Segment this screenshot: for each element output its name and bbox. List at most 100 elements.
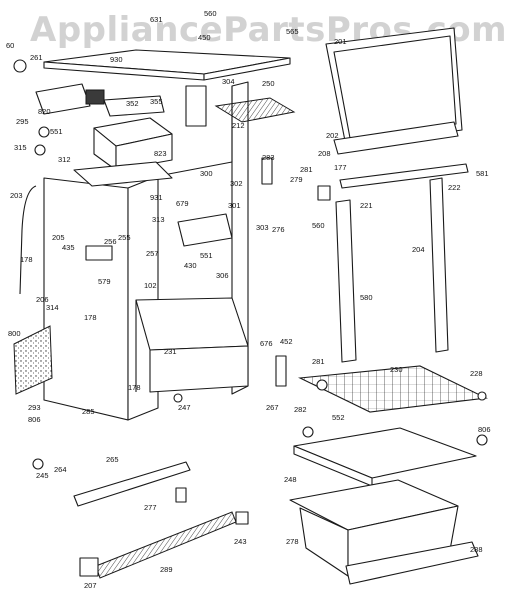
callout-552: 552 (332, 413, 345, 422)
callout-243: 243 (234, 537, 247, 546)
leveling-leg (32, 458, 44, 470)
hinge-pin (175, 487, 187, 503)
callout-579: 579 (98, 277, 111, 286)
callout-288: 288 (470, 545, 483, 554)
callout-201: 201 (334, 37, 347, 46)
callout-551: 551 (200, 251, 213, 260)
callout-221: 221 (360, 201, 373, 210)
callout-247: 247 (178, 403, 191, 412)
callout-313: 313 (152, 215, 165, 224)
callout-355: 355 (150, 97, 163, 106)
door-hinge-top (317, 185, 331, 201)
callout-177: 177 (334, 163, 347, 172)
callout-102: 102 (144, 281, 157, 290)
callout-207: 207 (84, 581, 97, 590)
callout-352: 352 (126, 99, 139, 108)
callout-450: 450 (198, 33, 211, 42)
callout-306: 306 (216, 271, 229, 280)
callout-560: 560 (312, 221, 325, 230)
callout-178: 178 (128, 383, 141, 392)
callout-823: 823 (154, 149, 167, 158)
callout-430: 430 (184, 261, 197, 270)
door-shelf (333, 121, 459, 155)
crisper-pan (289, 479, 459, 577)
callout-178: 178 (20, 255, 33, 264)
capillary-tube (19, 185, 37, 295)
callout-301: 301 (228, 201, 241, 210)
callout-930: 930 (110, 55, 123, 64)
callout-264: 264 (54, 465, 67, 474)
shelf-clip-right (477, 391, 487, 401)
cover-support-right (476, 434, 488, 446)
light-switch (261, 157, 273, 185)
callout-256: 256 (104, 237, 117, 246)
callout-205: 205 (52, 233, 65, 242)
callout-304: 304 (222, 77, 235, 86)
callout-255: 255 (118, 233, 131, 242)
gasket-strip-left (335, 199, 357, 363)
callout-212: 212 (232, 121, 245, 130)
callout-295: 295 (16, 117, 29, 126)
callout-435: 435 (62, 243, 75, 252)
callout-248: 248 (284, 475, 297, 484)
callout-631: 631 (150, 15, 163, 24)
callout-206: 206 (36, 295, 49, 304)
callout-278: 278 (286, 537, 299, 546)
callout-267: 267 (266, 403, 279, 412)
callout-281: 281 (312, 357, 325, 366)
cover-support (302, 426, 314, 438)
callout-245: 245 (36, 471, 49, 480)
crisper-cover (293, 427, 477, 487)
callout-204: 204 (412, 245, 425, 254)
icemaker-unit (13, 59, 105, 156)
callout-300: 300 (200, 169, 213, 178)
freezer-shelf (214, 97, 296, 123)
callout-820: 820 (38, 107, 51, 116)
callout-276: 276 (272, 225, 285, 234)
shelf-clip (316, 379, 328, 391)
callout-931: 931 (150, 193, 163, 202)
callout-279: 279 (290, 175, 303, 184)
callout-202: 202 (326, 131, 339, 140)
callout-265: 265 (106, 455, 119, 464)
callout-806: 806 (478, 425, 491, 434)
callout-302: 302 (230, 179, 243, 188)
gasket-strip-right (429, 177, 449, 353)
callout-312: 312 (58, 155, 71, 164)
callout-250: 250 (262, 79, 275, 88)
callout-551: 551 (50, 127, 63, 136)
terminal-block (85, 245, 113, 261)
callout-285: 285 (82, 407, 95, 416)
callout-178: 178 (84, 313, 97, 322)
hinge-bottom (275, 355, 287, 387)
callout-277: 277 (144, 503, 157, 512)
gasket-strip-top (339, 163, 469, 189)
toe-grille-clip (79, 557, 99, 577)
door-liner (325, 27, 463, 147)
callout-257: 257 (146, 249, 159, 258)
callout-290: 290 (0, 0, 13, 2)
grille-clip (235, 511, 249, 525)
callout-60: 60 (6, 41, 14, 50)
ice-tray-assembly (73, 95, 173, 187)
callout-293: 293 (28, 403, 41, 412)
callout-303: 303 (256, 223, 269, 232)
callout-314: 314 (46, 303, 59, 312)
callout-283: 283 (262, 153, 275, 162)
insulation-panel (13, 325, 53, 395)
hinge-bracket (73, 461, 191, 507)
crisper-handle (345, 541, 479, 585)
callout-315: 315 (14, 143, 27, 152)
callout-806: 806 (28, 415, 41, 424)
callout-676: 676 (260, 339, 273, 348)
callout-565: 565 (286, 27, 299, 36)
callout-281: 281 (300, 165, 313, 174)
screw-part (173, 393, 183, 403)
callout-230: 230 (390, 365, 403, 374)
callout-231: 231 (164, 347, 177, 356)
callout-228: 228 (470, 369, 483, 378)
callout-282: 282 (294, 405, 307, 414)
